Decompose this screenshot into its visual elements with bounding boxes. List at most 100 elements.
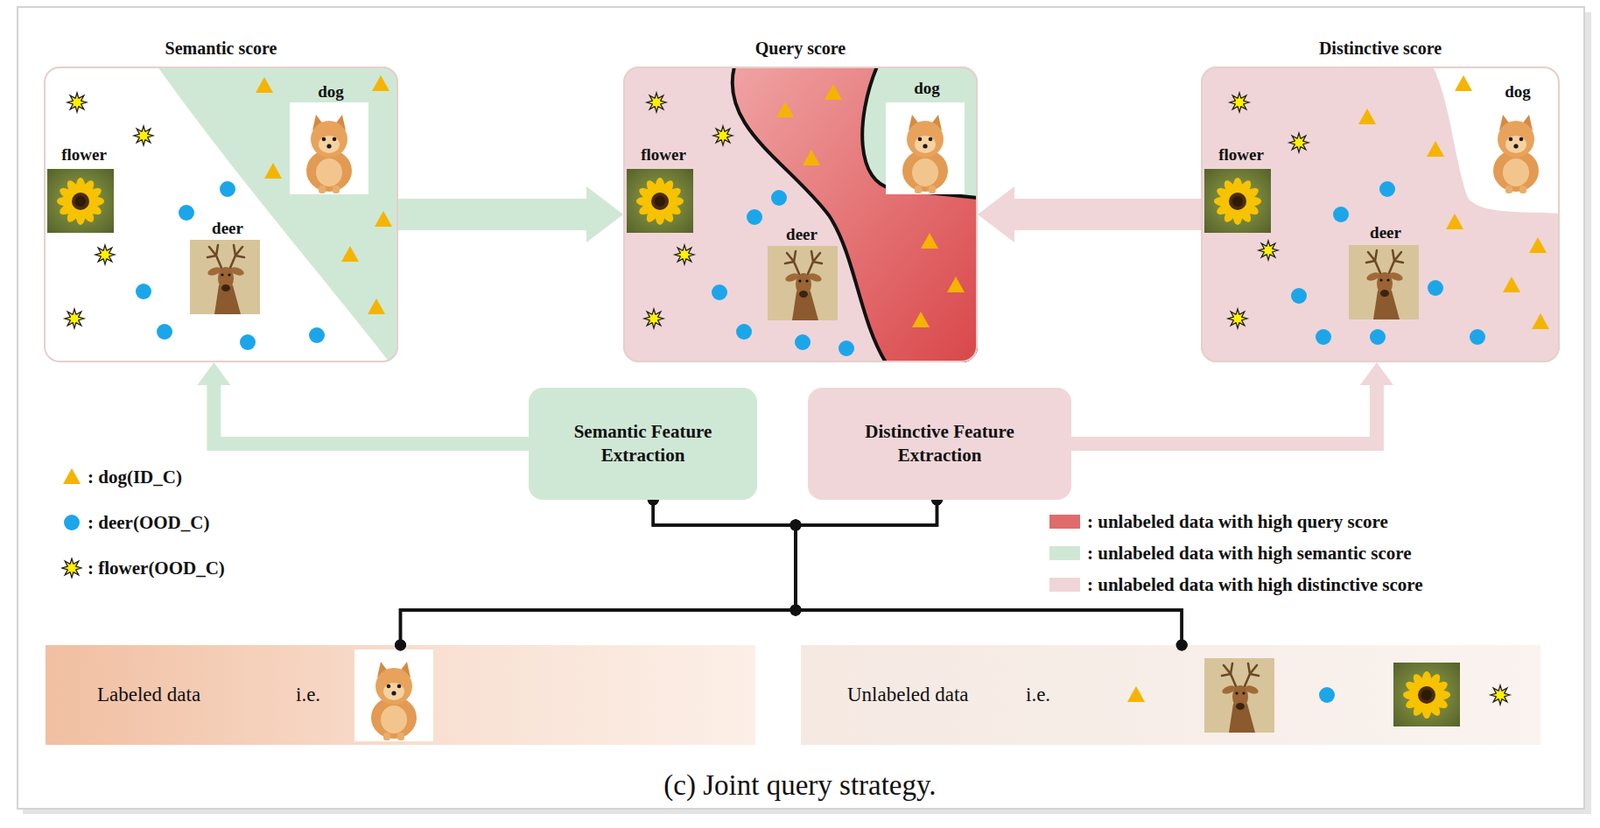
feature-extraction-box: Distinctive Feature Extraction <box>807 387 1072 500</box>
legend-item: : unlabeled data with high query score <box>1049 509 1389 534</box>
deer-marker <box>1379 181 1396 197</box>
flower-marker <box>1229 92 1250 113</box>
legend-item: : unlabeled data with high semantic scor… <box>1049 540 1412 566</box>
junction-dot <box>790 519 802 532</box>
deer-marker <box>135 283 152 300</box>
flower-marker <box>64 308 85 329</box>
class-label: dog <box>913 78 941 99</box>
flower-marker <box>644 308 664 329</box>
arrow-head <box>586 186 624 243</box>
junction-dot <box>790 604 802 617</box>
score-panel: Semantic scoreflowerdogdeer <box>43 66 399 363</box>
junction-dot <box>1176 639 1188 652</box>
deer-marker <box>239 334 256 351</box>
deer-marker <box>736 323 752 340</box>
junction-dot <box>790 519 802 532</box>
deer-picture <box>1348 245 1419 320</box>
box-label: Distinctive Feature Extraction <box>823 420 1056 469</box>
dog-picture <box>354 649 434 742</box>
dog-marker <box>1529 237 1547 253</box>
deer-marker <box>1315 329 1332 345</box>
dog-picture <box>885 102 965 195</box>
class-label: deer <box>785 224 818 245</box>
connector-line <box>213 384 529 444</box>
legend-marker <box>61 512 83 534</box>
legend-swatch <box>1049 514 1081 529</box>
legend-item: : dog(ID_C) <box>61 464 183 490</box>
class-label: flower <box>640 145 687 165</box>
legend-label: : unlabeled data with high query score <box>1087 511 1389 534</box>
junction-dot <box>790 604 802 617</box>
deer-marker <box>308 327 325 344</box>
class-label: flower <box>1218 145 1264 165</box>
dog-marker <box>824 84 843 100</box>
flower-marker <box>646 92 667 113</box>
deer-marker <box>1319 687 1335 703</box>
arrow-head <box>1360 362 1394 386</box>
class-label: deer <box>211 218 244 239</box>
deer-marker <box>746 209 763 225</box>
legend-label: : flower(OOD_C) <box>87 557 225 580</box>
flower-marker <box>1258 240 1278 260</box>
data-band: Labeled datai.e. <box>45 645 756 745</box>
class-label: flower <box>61 145 107 165</box>
legend-item: : flower(OOD_C) <box>61 555 225 581</box>
flow-arrow <box>1071 362 1394 444</box>
frame <box>17 7 1585 809</box>
dog-marker <box>776 101 794 118</box>
junction-dot <box>394 639 407 652</box>
dog-marker <box>341 245 359 262</box>
flower-marker <box>1228 308 1248 329</box>
band-label: Unlabeled data <box>847 683 969 707</box>
flower-marker <box>95 245 115 265</box>
figure-caption: (c) Joint query strategy. <box>0 769 1600 802</box>
panel-title: Semantic score <box>45 38 397 59</box>
semantic-region <box>157 66 399 363</box>
legend-marker-shape <box>62 558 82 578</box>
dog-marker <box>264 162 282 179</box>
connector-line <box>1013 198 1201 231</box>
dog-marker <box>920 232 939 249</box>
dog-picture <box>289 102 369 195</box>
dog-marker <box>912 311 930 328</box>
deer-picture <box>189 239 260 315</box>
connector-line <box>400 499 938 646</box>
query-region <box>732 66 978 363</box>
legend-marker <box>61 557 83 579</box>
data-flow-line <box>394 494 802 652</box>
deer-marker <box>1427 280 1444 296</box>
frame-shadow <box>1584 12 1592 815</box>
panel-title: Distinctive score <box>1202 38 1558 59</box>
flower-marker <box>1289 133 1309 153</box>
labeled-band-ground <box>45 645 756 745</box>
deer-marker <box>838 340 855 357</box>
connector-line <box>400 499 797 646</box>
dog-marker <box>1454 75 1473 92</box>
connector-line <box>398 198 588 231</box>
dog-marker <box>367 298 386 315</box>
dog-marker <box>1445 213 1464 230</box>
legend-swatch <box>1049 577 1081 592</box>
panel-ground <box>1200 66 1560 363</box>
flower-marker <box>1490 685 1510 705</box>
panel-ground <box>43 66 399 363</box>
data-flow-line <box>394 494 943 652</box>
arrow-head <box>196 362 231 386</box>
flower-picture <box>626 168 694 233</box>
deer-marker <box>178 204 195 221</box>
connector-line <box>1071 384 1377 444</box>
flower-marker <box>674 245 695 265</box>
legend-marker <box>61 466 83 488</box>
band-label: Labeled data <box>97 683 201 707</box>
class-label: dog <box>1504 82 1531 102</box>
flower-picture <box>47 168 114 233</box>
junction-dot <box>790 519 802 532</box>
dog-marker <box>1358 108 1376 125</box>
junction-dot <box>790 604 802 617</box>
deer-marker <box>156 323 173 340</box>
deer-marker <box>1333 206 1349 223</box>
dog-marker <box>1531 313 1550 330</box>
deer-marker <box>771 189 787 206</box>
legend-swatch <box>1049 546 1081 561</box>
